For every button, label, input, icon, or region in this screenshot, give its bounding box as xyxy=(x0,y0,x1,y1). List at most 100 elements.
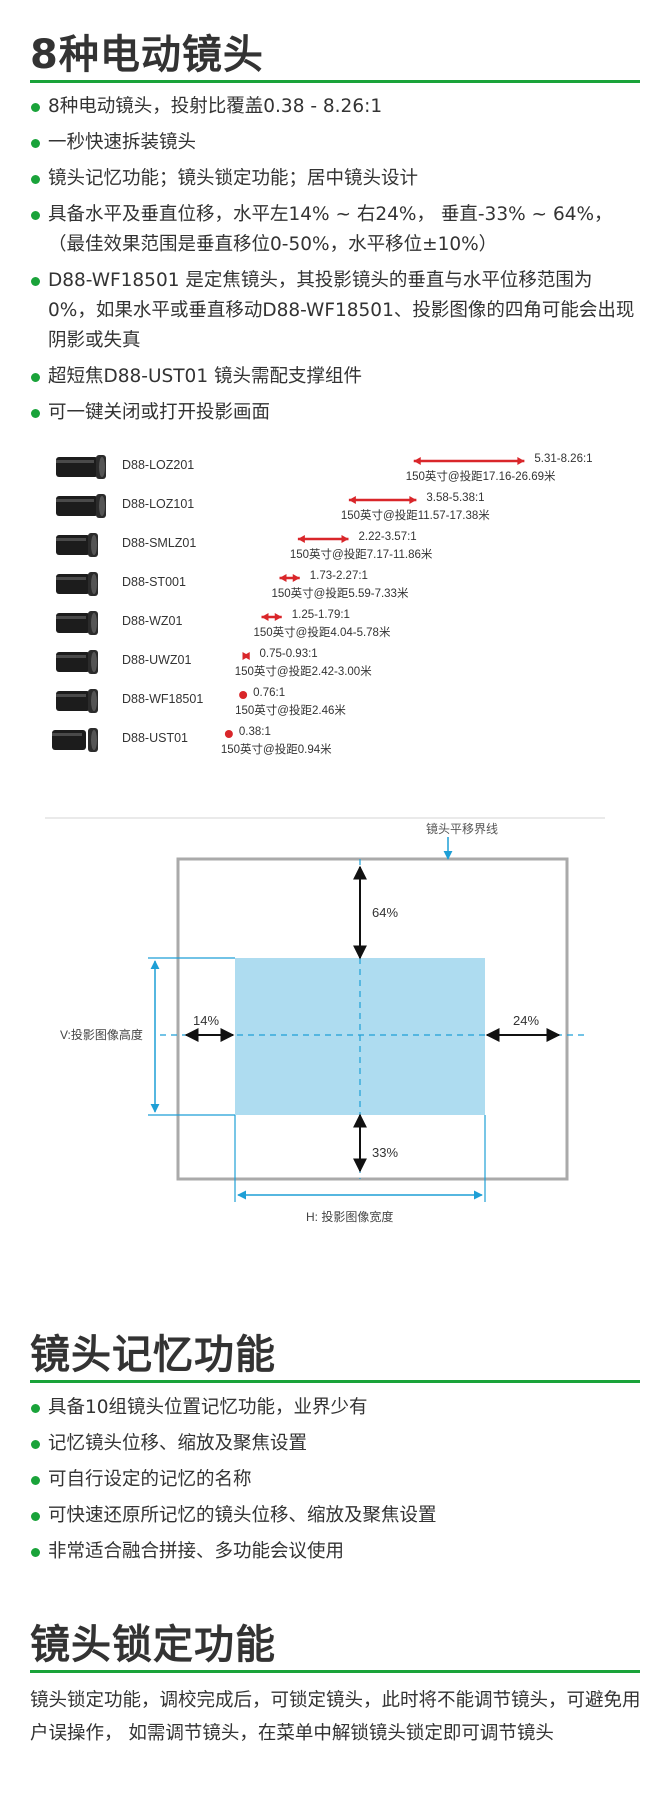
lens-row: D88-LOZ201 5.31-8.26:1 150英寸@投距17.16-26.69… xyxy=(0,448,670,484)
bullet-icon xyxy=(31,175,40,184)
lens-row: D88-WF18501 0.76:1 150英寸@投距2.46米 xyxy=(0,682,670,718)
throw-range-mark xyxy=(242,652,250,660)
camera-lens-icon xyxy=(52,726,112,758)
throw-range-arrowhead xyxy=(409,496,417,504)
throw-range-arrowhead xyxy=(413,457,421,465)
throw-distance-label: 150英寸@投距11.57-17.38米 xyxy=(340,510,490,522)
throw-distance-label: 150英寸@投距2.46米 xyxy=(235,705,346,717)
throw-ratio-label: 0.75-0.93:1 xyxy=(259,648,318,660)
lens-model-name: D88-WF18501 xyxy=(122,692,204,706)
list-item: 超短焦D88-UST01 镜头需配支撑组件 xyxy=(30,362,640,392)
throw-ratio-label: 3.58-5.38:1 xyxy=(426,492,485,504)
throw-distance-label: 150英寸@投距5.59-7.33米 xyxy=(271,588,409,600)
bullet-icon xyxy=(31,1440,40,1449)
list-item: 具备水平及垂直位移，水平左14% ~ 右24%， 垂直-33% ~ 64%，（最… xyxy=(30,200,640,260)
section-divider xyxy=(30,80,640,83)
shift-boundary-rect xyxy=(176,857,569,1181)
feature-list-memory: 具备10组镜头位置记忆功能，业界少有 记忆镜头位移、缩放及聚焦设置 可自行设定的… xyxy=(30,1393,640,1573)
throw-range-arrowhead xyxy=(341,535,349,543)
throw-distance-label: 150英寸@投距17.16-26.69米 xyxy=(405,471,556,483)
throw-range-mark xyxy=(413,457,525,465)
lens-model-name: D88-UST01 xyxy=(122,731,188,745)
bullet-icon xyxy=(31,103,40,112)
camera-lens-icon xyxy=(52,531,112,563)
lens-row: D88-LOZ101 3.58-5.38:1 150英寸@投距11.57-17.38… xyxy=(0,487,670,523)
throw-range-arrowhead xyxy=(517,457,525,465)
throw-ratio-dot xyxy=(239,691,248,699)
throw-range-arrowhead xyxy=(348,496,356,504)
list-item: 可一键关闭或打开投影画面 xyxy=(30,398,640,428)
bullet-icon xyxy=(31,373,40,382)
bullet-icon xyxy=(31,1512,40,1521)
throw-range-mark xyxy=(261,613,282,621)
throw-range-arrowhead xyxy=(261,613,269,621)
list-item: 可自行设定的记忆的名称 xyxy=(30,1465,640,1495)
throw-range-mark xyxy=(297,535,349,543)
throw-distance-label: 150英寸@投距2.42-3.00米 xyxy=(234,666,372,678)
throw-ratio-label: 1.25-1.79:1 xyxy=(291,609,350,621)
lens-shift-diagram: 镜头平移界线 64% 33% 14% 24% V:投影图像高度 H: 投影图像宽… xyxy=(45,817,605,1224)
lens-model-name: D88-SMLZ01 xyxy=(122,536,197,550)
list-item: 非常适合融合拼接、多功能会议使用 xyxy=(30,1537,640,1567)
throw-ratio-label: 5.31-8.26:1 xyxy=(534,453,593,465)
bullet-icon xyxy=(31,1476,40,1485)
camera-lens-icon xyxy=(52,609,112,641)
list-item: 镜头记忆功能；镜头锁定功能；居中镜头设计 xyxy=(30,164,640,194)
throw-range-arrowhead xyxy=(274,613,282,621)
camera-lens-icon xyxy=(52,453,112,485)
camera-lens-icon xyxy=(52,570,112,602)
throw-range-arrowhead xyxy=(297,535,305,543)
lens-model-name: D88-WZ01 xyxy=(122,614,183,628)
v-dimension-label: V:投影图像高度 xyxy=(60,1027,143,1042)
bullet-icon xyxy=(31,139,40,148)
throw-range-arrowhead xyxy=(242,652,250,660)
list-item: 可快速还原所记忆的镜头位移、缩放及聚焦设置 xyxy=(30,1501,640,1531)
camera-lens-icon xyxy=(52,492,112,524)
bullet-icon xyxy=(31,211,40,220)
section-title-lens-memory: 镜头记忆功能 xyxy=(30,1332,276,1378)
feature-list-lenses: 8种电动镜头，投射比覆盖0.38 - 8.26:1 一秒快速拆装镜头 镜头记忆功… xyxy=(30,92,640,434)
section-title-lens-lock: 镜头锁定功能 xyxy=(30,1622,276,1668)
lens-row: D88-SMLZ01 2.22-3.57:1 150英寸@投距7.17-11.86米 xyxy=(0,526,670,562)
throw-ratio-label: 0.38:1 xyxy=(238,726,271,738)
bullet-icon xyxy=(31,1404,40,1413)
lens-lock-description: 镜头锁定功能，调校完成后，可锁定镜头，此时将不能调节镜头，可避免用户误操作， 如… xyxy=(30,1690,641,1744)
throw-range-mark xyxy=(348,496,417,504)
list-item: 具备10组镜头位置记忆功能，业界少有 xyxy=(30,1393,640,1423)
section-title-electric-lenses: 8种电动镜头 xyxy=(30,32,264,78)
section-divider xyxy=(30,1380,640,1383)
throw-range-mark xyxy=(239,691,248,699)
lens-row: D88-UST01 0.38:1 150英寸@投距0.94米 xyxy=(0,721,670,757)
throw-range-arrowhead xyxy=(292,574,300,582)
throw-distance-label: 150英寸@投距0.94米 xyxy=(220,744,332,756)
shift-up-value: 64% xyxy=(372,905,398,920)
camera-lens-icon xyxy=(52,687,112,719)
throw-distance-label: 150英寸@投距7.17-11.86米 xyxy=(289,549,433,561)
section-divider xyxy=(30,1670,640,1673)
lens-table: D88-LOZ201 5.31-8.26:1 150英寸@投距17.16-26.69… xyxy=(0,448,670,778)
throw-distance-label: 150英寸@投距4.04-5.78米 xyxy=(253,627,391,639)
lens-model-name: D88-LOZ201 xyxy=(122,458,195,472)
lens-model-name: D88-ST001 xyxy=(122,575,186,589)
list-item: D88-WF18501 是定焦镜头，其投影镜头的垂直与水平位移范围为0%，如果水… xyxy=(30,266,640,356)
lens-model-name: D88-UWZ01 xyxy=(122,653,192,667)
throw-ratio-dot xyxy=(224,730,233,738)
throw-range-mark xyxy=(224,730,233,738)
throw-ratio-label: 2.22-3.57:1 xyxy=(358,531,417,543)
lens-model-name: D88-LOZ101 xyxy=(122,497,195,511)
bullet-icon xyxy=(31,409,40,418)
list-item: 一秒快速拆装镜头 xyxy=(30,128,640,158)
shift-down-value: 33% xyxy=(372,1145,398,1160)
throw-range-mark xyxy=(279,574,300,582)
bullet-icon xyxy=(31,277,40,286)
shift-right-value: 24% xyxy=(513,1013,539,1028)
bullet-icon xyxy=(31,1548,40,1557)
lens-row: D88-UWZ01 0.75-0.93:1 150英寸@投距2.42-3.00米 xyxy=(0,643,670,679)
throw-ratio-label: 0.76:1 xyxy=(253,687,286,699)
boundary-label: 镜头平移界线 xyxy=(426,821,498,836)
list-item: 记忆镜头位移、缩放及聚焦设置 xyxy=(30,1429,640,1459)
camera-lens-icon xyxy=(52,648,112,680)
lens-row: D88-WZ01 1.25-1.79:1 150英寸@投距4.04-5.78米 xyxy=(0,604,670,640)
shift-left-value: 14% xyxy=(193,1013,219,1028)
